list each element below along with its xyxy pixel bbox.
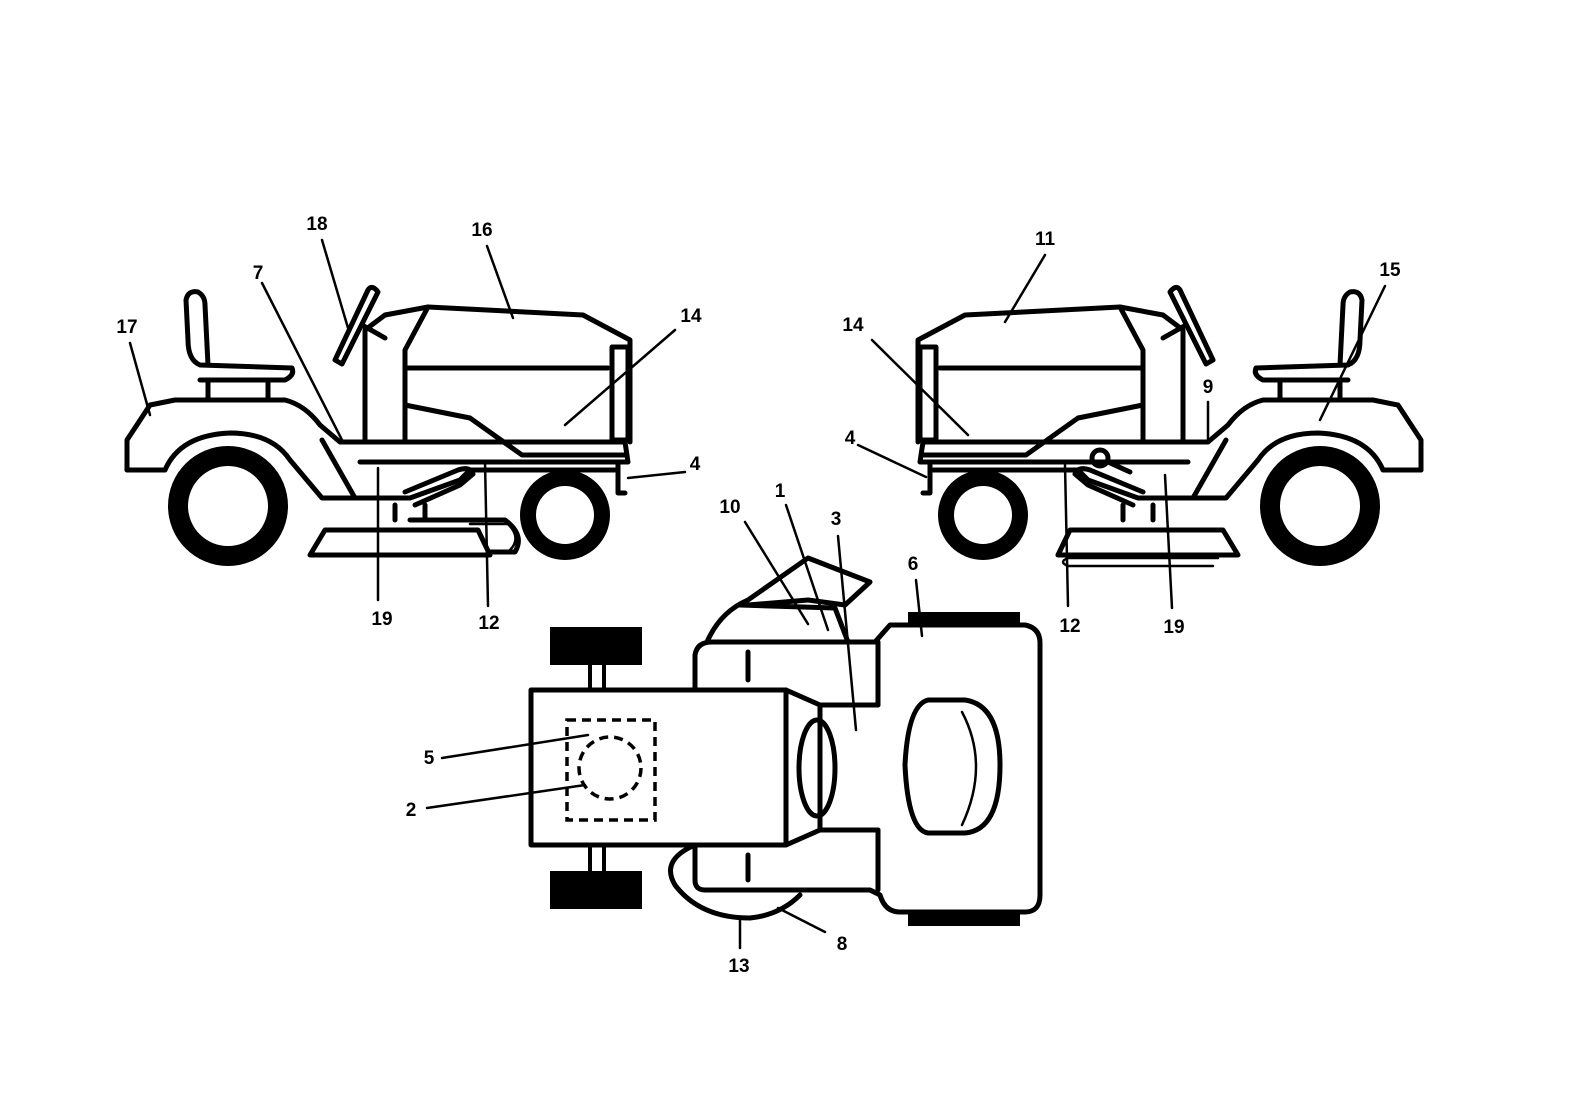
callout-17: 17 [116, 317, 137, 338]
callout-19-right: 19 [1163, 617, 1184, 638]
callout-9: 9 [1203, 377, 1214, 398]
callout-15: 15 [1379, 260, 1401, 281]
callout-14: 14 [680, 306, 702, 327]
callout-2: 2 [406, 800, 417, 821]
callout-10: 10 [719, 497, 740, 518]
callout-6: 6 [908, 554, 919, 575]
callout-13: 13 [728, 956, 749, 977]
callout-12-right: 12 [1059, 616, 1080, 637]
callout-4: 4 [690, 454, 701, 475]
callout-12: 12 [478, 613, 499, 634]
callout-14-right: 14 [842, 315, 864, 336]
tractor-top-view [528, 555, 1043, 926]
tractor-right-side-view [915, 284, 1424, 568]
callout-4-right: 4 [845, 428, 856, 449]
callout-18: 18 [306, 214, 327, 235]
callout-8: 8 [837, 934, 848, 955]
callout-7: 7 [253, 263, 264, 284]
callout-11: 11 [1035, 229, 1056, 250]
callout-16: 16 [471, 220, 492, 241]
callout-1: 1 [775, 481, 786, 502]
leader-lines [128, 238, 1387, 950]
callout-5: 5 [424, 748, 435, 769]
tractor-left-side-view [124, 284, 633, 566]
callout-labels: 17 7 18 16 14 4 19 12 11 15 14 9 4 12 19… [116, 214, 1401, 977]
callout-19: 19 [371, 609, 392, 630]
callout-3: 3 [831, 509, 842, 530]
